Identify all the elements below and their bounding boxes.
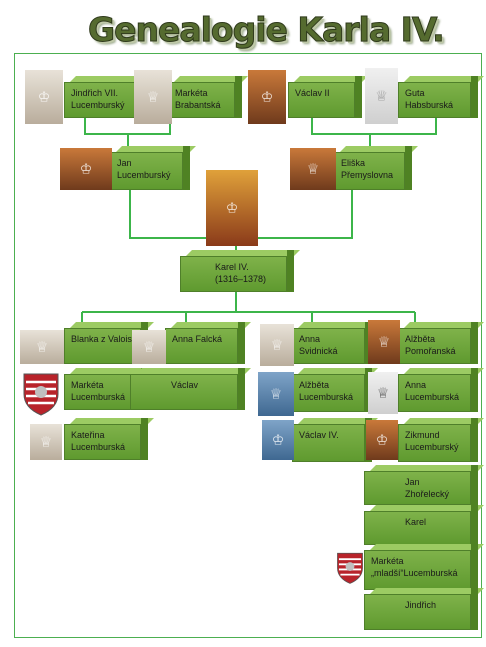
person-zikmund[interactable]: Zikmund Lucemburský	[398, 418, 484, 462]
person-jindrich[interactable]: Jindřich	[364, 588, 484, 630]
person-label: Eliška Přemyslovna	[334, 152, 405, 190]
person-alzbeta-pomoranska[interactable]: Alžběta Pomořanská	[398, 322, 484, 364]
portrait-zikmund: ♔	[366, 420, 398, 460]
portrait-katerina: ♕	[30, 424, 62, 460]
person-anna-svidnicka[interactable]: Anna Svidnická	[292, 322, 378, 364]
person-label: Zikmund Lucemburský	[398, 424, 471, 462]
portrait-alzbeta-lucemburska: ♕	[258, 372, 294, 416]
person-label: Kateřina Lucemburská	[64, 424, 141, 460]
diagram-frame	[14, 53, 482, 638]
person-label: Václav	[130, 374, 238, 410]
person-eliska[interactable]: Eliška Přemyslovna	[334, 146, 418, 190]
portrait-anna-lucemburska: ♕	[368, 372, 398, 414]
person-katerina[interactable]: Kateřina Lucemburská	[64, 418, 154, 460]
portrait-alzbeta-pomoranska: ♕	[368, 320, 400, 364]
portrait-blanka: ♕	[20, 330, 64, 364]
portrait-jindrich-vii: ♔	[25, 70, 63, 124]
shield-lion-icon	[23, 373, 59, 416]
portrait-karel: ♔	[206, 170, 258, 246]
portrait-guta: ♕	[365, 68, 398, 124]
portrait-anna-svidnicka: ♕	[260, 324, 294, 366]
person-vaclav[interactable]: Václav	[130, 368, 251, 410]
person-label: Blanka z Valois	[64, 328, 141, 364]
person-label: Alžběta Lucemburská	[292, 374, 365, 412]
portrait-eliska: ♕	[290, 148, 336, 190]
person-alzbeta-lucemburska[interactable]: Alžběta Lucemburská	[292, 368, 378, 412]
shield-lion-icon	[337, 552, 363, 584]
person-vaclav-iv[interactable]: Václav IV.	[292, 418, 378, 462]
person-label: Markéta Brabantská	[168, 82, 235, 118]
portrait-anna-falcka: ♕	[132, 330, 166, 364]
person-anna-lucemburska[interactable]: Anna Lucemburská	[398, 368, 484, 412]
person-jan-zhorelecky[interactable]: Jan Zhořelecký	[364, 465, 484, 505]
person-karel-iv[interactable]: Karel IV. (1316–1378)	[180, 250, 300, 292]
person-label: Anna Svidnická	[292, 328, 365, 364]
person-marketa-mladsi[interactable]: Markéta „mladší“Lucemburská	[364, 544, 484, 590]
person-label: Jindřich	[364, 594, 471, 630]
person-jan[interactable]: Jan Lucemburský	[110, 146, 196, 190]
person-karel-son[interactable]: Karel	[364, 505, 484, 545]
person-label: Václav IV.	[292, 424, 365, 462]
person-guta[interactable]: Guta Habsburská	[398, 76, 484, 118]
person-label: Jan Lucemburský	[110, 152, 183, 190]
person-label: Anna Falcká	[165, 328, 238, 364]
person-label: Jan Zhořelecký	[364, 471, 471, 505]
portrait-jan: ♔	[60, 148, 112, 190]
person-label: Anna Lucemburská	[398, 374, 471, 412]
person-label: Václav II	[288, 82, 355, 118]
person-label: Markéta „mladší“Lucemburská	[364, 550, 471, 590]
portrait-marketa-brabantska: ♕	[134, 70, 172, 124]
person-label: Guta Habsburská	[398, 82, 471, 118]
person-label: Karel IV. (1316–1378)	[180, 256, 287, 292]
person-marketa-brabantska[interactable]: Markéta Brabantská	[168, 76, 248, 118]
connector-vaclav-guta	[311, 118, 437, 135]
person-vaclav-ii[interactable]: Václav II	[288, 76, 368, 118]
portrait-vaclav-ii: ♔	[248, 70, 286, 124]
person-label: Alžběta Pomořanská	[398, 328, 471, 364]
person-label: Karel	[364, 511, 471, 545]
person-anna-falcka[interactable]: Anna Falcká	[165, 322, 251, 364]
portrait-vaclav-iv: ♔	[262, 420, 294, 460]
